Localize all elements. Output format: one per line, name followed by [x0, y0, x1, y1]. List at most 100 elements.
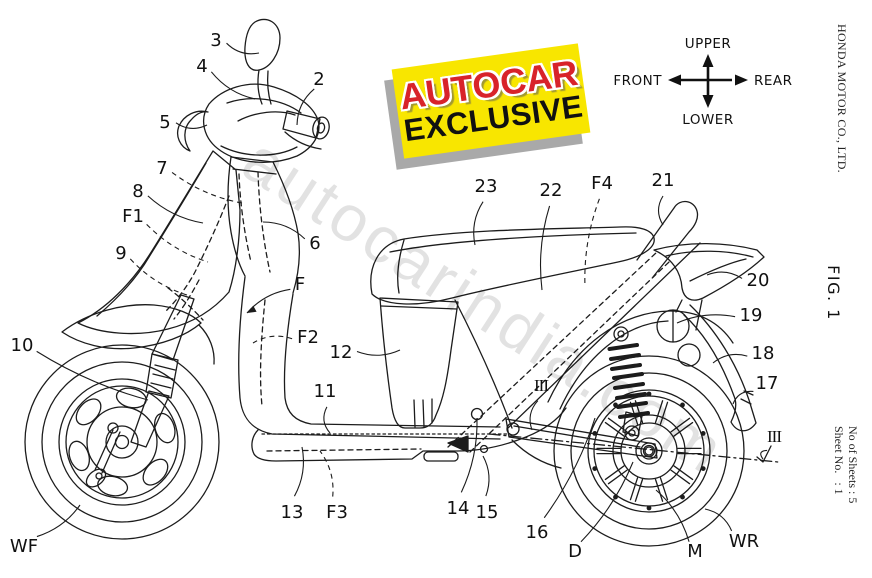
callout-leader-4 — [210, 71, 256, 100]
callout-leader-6 — [262, 221, 306, 240]
callout-leader-2 — [296, 88, 315, 126]
callout-label-7: 7 — [156, 158, 167, 179]
frame — [238, 276, 509, 440]
rear-wheel-spokes — [596, 400, 702, 502]
callout-label-15: 15 — [476, 502, 499, 523]
seat — [370, 226, 655, 305]
callout-leader-F2 — [252, 335, 293, 344]
callout-leader-21 — [657, 195, 664, 226]
callout-label-F4: F4 — [591, 173, 613, 194]
callout-label-F3: F3 — [326, 502, 348, 523]
callout-label-3: 3 — [210, 30, 221, 51]
mirror — [244, 18, 281, 105]
callout-leader-11 — [323, 406, 331, 434]
callout-label-10: 10 — [11, 335, 34, 356]
callout-leader-3 — [226, 42, 260, 55]
callout-label-5: 5 — [159, 112, 170, 133]
callout-label-12: 12 — [330, 342, 353, 363]
callout-label-21: 21 — [652, 170, 675, 191]
callout-label-2: 2 — [313, 69, 324, 90]
grab-rail — [636, 200, 699, 278]
brake-lever — [176, 110, 209, 152]
callout-leader-III — [760, 449, 768, 460]
callout-label-III: III — [767, 427, 782, 446]
tail-light — [656, 299, 703, 367]
callout-label-WF: WF — [10, 536, 38, 557]
sheet-info: No of Sheets : 5 Sheet No. : 1 — [832, 426, 860, 540]
section-line-III — [488, 433, 779, 463]
callout-leader-23 — [473, 201, 484, 246]
throttle-grip — [282, 110, 330, 150]
arrow-left-icon — [668, 74, 681, 86]
callout-label-F2: F2 — [297, 327, 319, 348]
front-wheel — [24, 344, 220, 540]
callout-leader-7 — [171, 171, 243, 204]
tail-cowl — [653, 242, 765, 301]
callout-leader-13 — [293, 446, 304, 497]
callout-leader-8 — [147, 195, 204, 224]
callout-leader-WF — [36, 504, 81, 538]
swing-arm — [488, 418, 779, 463]
callout-label-13: 13 — [281, 502, 304, 523]
callout-label-F: F — [295, 274, 305, 295]
callout-leader-12 — [356, 349, 401, 356]
callout-label-9: 9 — [115, 243, 126, 264]
sheet-count: No of Sheets : 5 — [846, 426, 860, 504]
company-name: HONDA MOTOR CO., LTD. — [835, 24, 849, 173]
callout-arrowhead-F — [247, 305, 257, 313]
rear-wheel-bolts — [592, 391, 706, 511]
callout-leader-15 — [482, 455, 490, 497]
compass-front-label: FRONT — [613, 73, 662, 89]
handlebar-cover — [203, 83, 320, 163]
callout-leader-III — [529, 400, 539, 431]
callout-label-M: M — [687, 541, 703, 562]
direction-compass: UPPER LOWER FRONT REAR — [613, 36, 792, 128]
callout-label-22: 22 — [540, 180, 563, 201]
callout-label-23: 23 — [475, 176, 498, 197]
callout-label-16: 16 — [526, 522, 549, 543]
front-fender — [61, 304, 215, 365]
leg-shield — [77, 150, 241, 335]
callout-leader-14 — [460, 417, 478, 493]
callout-label-F1: F1 — [122, 206, 144, 227]
callout-label-20: 20 — [747, 270, 770, 291]
callout-label-8: 8 — [132, 181, 143, 202]
compass-upper-label: UPPER — [685, 36, 732, 52]
callout-label-III: III — [534, 376, 549, 395]
arrow-down-icon — [702, 95, 714, 108]
callout-leader-10 — [36, 350, 149, 401]
callout-leader-D — [580, 461, 634, 543]
callout-leader-9 — [129, 258, 188, 296]
callout-leader-5 — [175, 122, 208, 129]
brake-arm — [94, 429, 121, 474]
callout-label-6: 6 — [309, 233, 320, 254]
callout-leader-F3 — [319, 450, 334, 497]
callout-leader-18 — [712, 353, 748, 364]
callout-leader-F4 — [584, 198, 600, 288]
figure-label: FIG. 1 — [824, 265, 843, 321]
callout-leader-19 — [676, 314, 736, 324]
floorboard — [251, 407, 567, 469]
front-fork — [130, 294, 195, 448]
arrow-up-icon — [702, 54, 714, 67]
callout-leader-M — [655, 489, 690, 542]
sheet-number: Sheet No. : 1 — [832, 426, 846, 495]
rear-shock-absorber — [607, 326, 650, 441]
callout-label-4: 4 — [196, 56, 207, 77]
callout-label-18: 18 — [752, 343, 775, 364]
callout-leader-16 — [543, 417, 596, 519]
callout-leader-WR — [704, 508, 733, 532]
rear-wheel — [553, 355, 745, 547]
callout-label-14: 14 — [447, 498, 470, 519]
underseat-box — [379, 297, 459, 429]
callout-label-WR: WR — [729, 531, 759, 552]
compass-lower-label: LOWER — [682, 112, 733, 128]
callout-leader-F1 — [146, 223, 209, 263]
compass-rear-label: REAR — [754, 73, 793, 89]
callout-leader-17 — [732, 390, 754, 405]
callout-label-D: D — [568, 541, 582, 562]
callout-leader-20 — [706, 271, 743, 279]
callout-label-11: 11 — [314, 381, 337, 402]
